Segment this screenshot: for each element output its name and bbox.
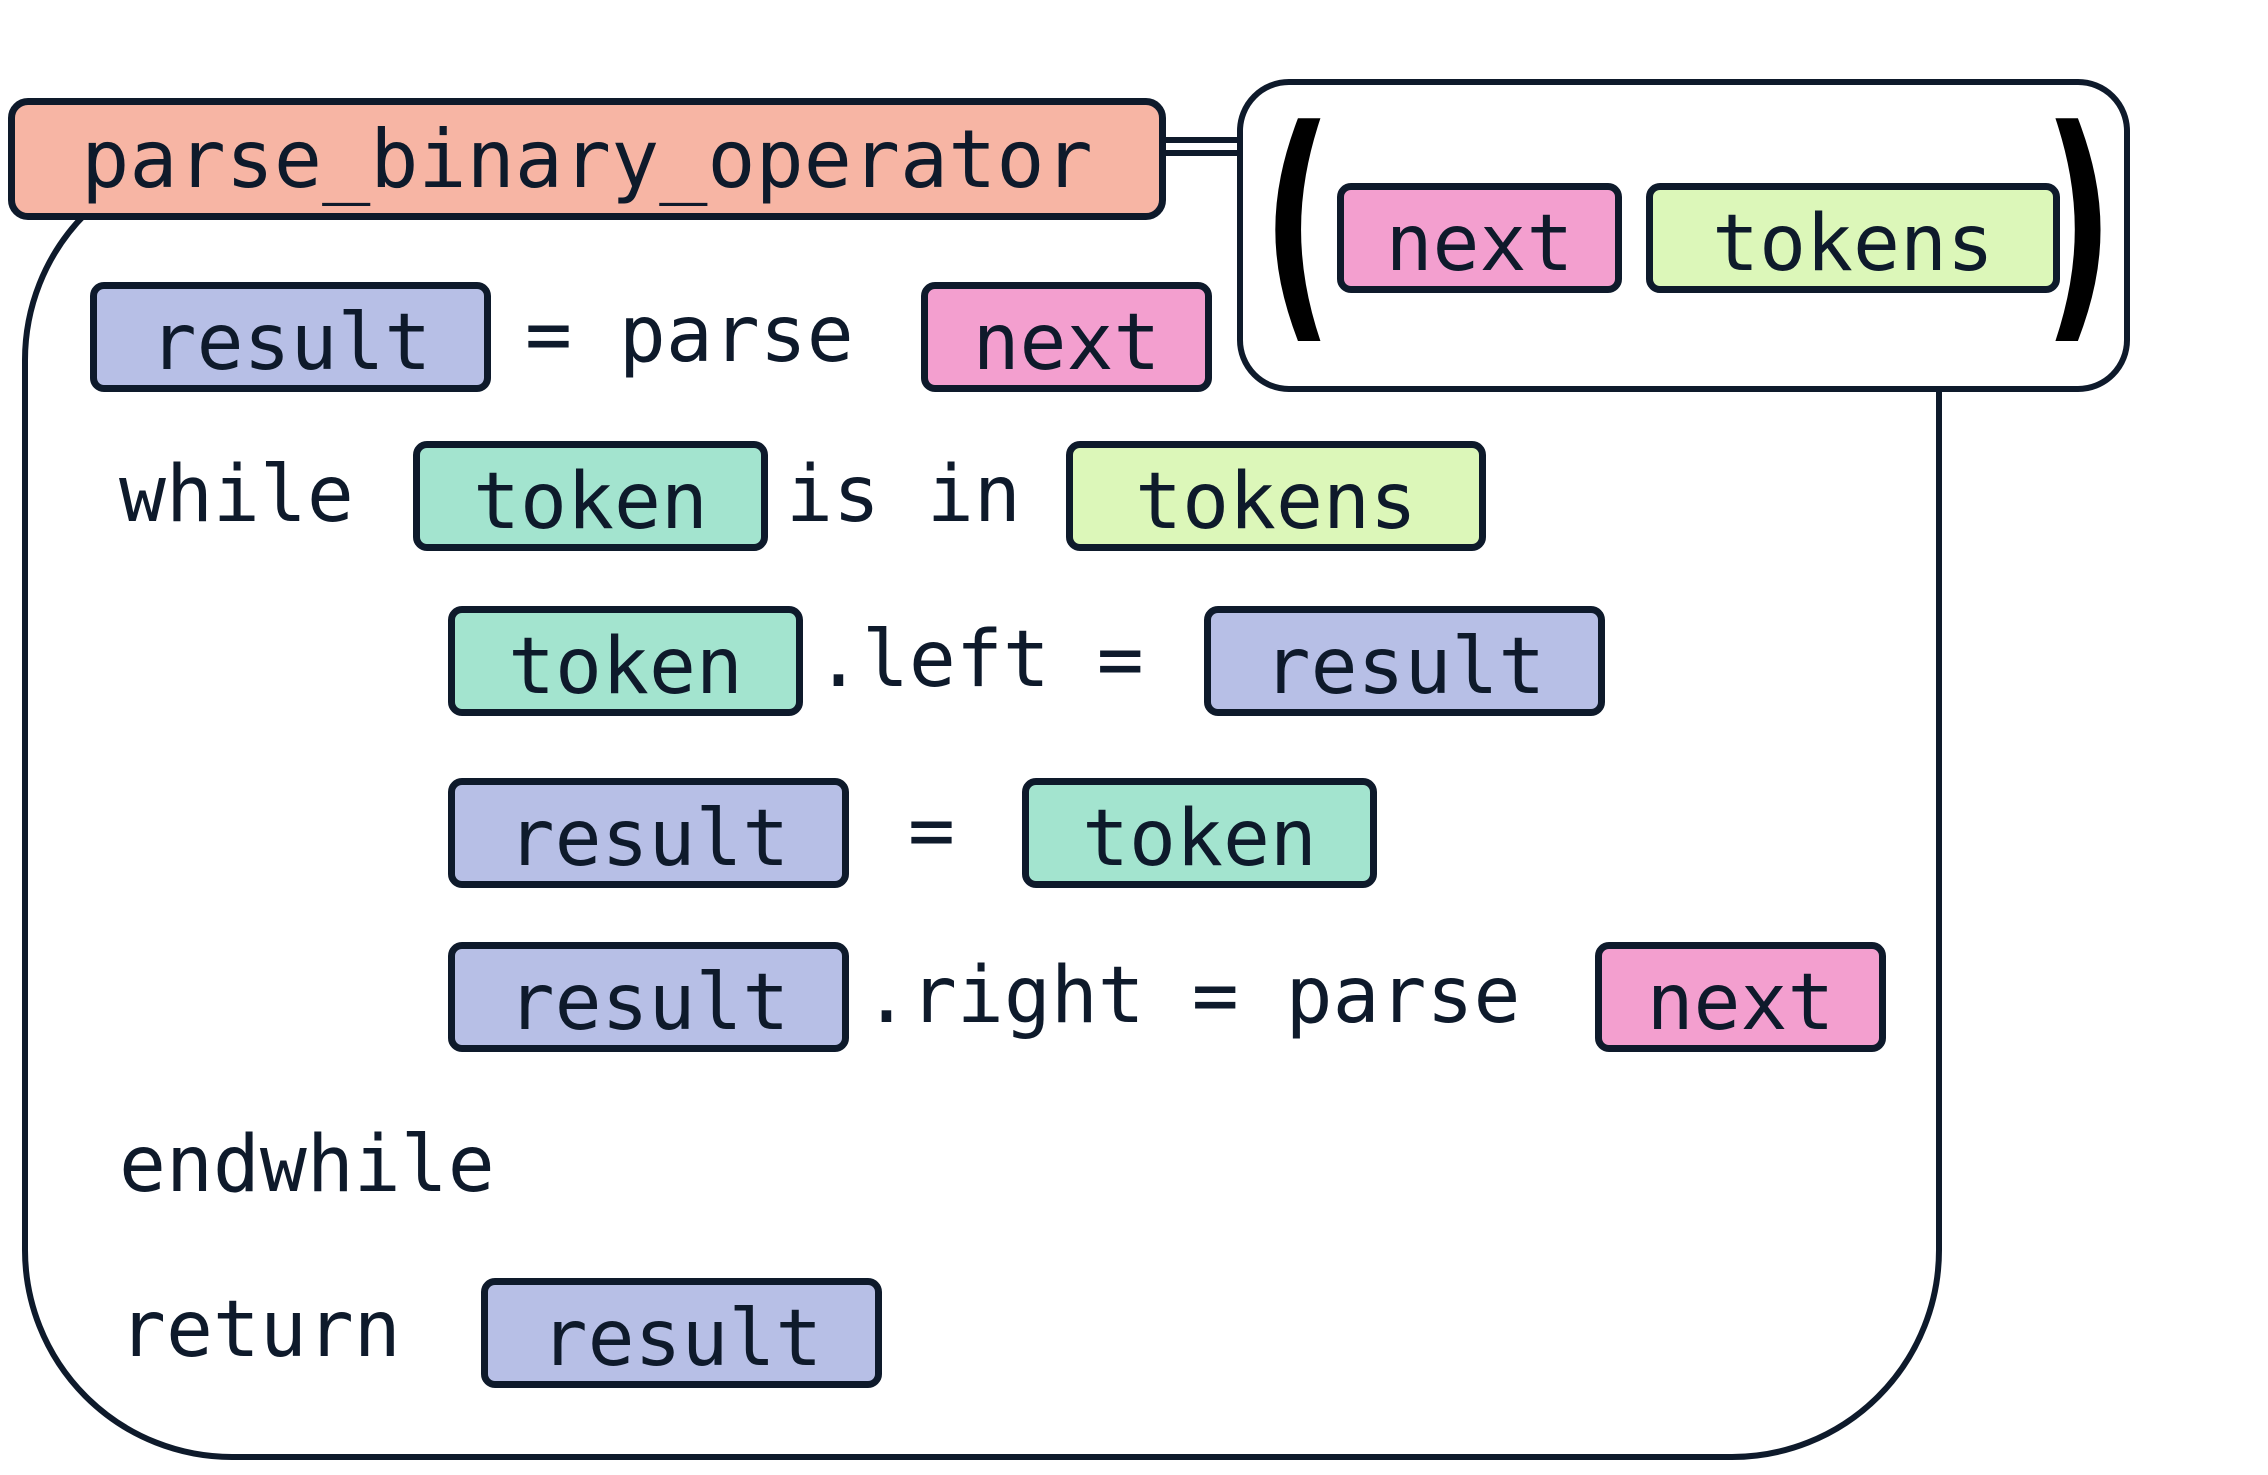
arg-next: next	[921, 282, 1212, 392]
is-in-text: is in	[786, 450, 1021, 540]
assign-parse-text: = parse	[525, 290, 854, 380]
left-assign-text: .left =	[815, 615, 1144, 705]
collection-tokens: tokens	[1066, 441, 1486, 551]
function-name-label: parse_binary_operator	[8, 98, 1166, 220]
var-result: result	[448, 778, 849, 888]
var-token: token	[448, 606, 803, 716]
var-result: result	[481, 1278, 882, 1388]
var-result: result	[90, 282, 491, 392]
keyword-endwhile: endwhile	[119, 1120, 495, 1210]
open-paren: (	[1262, 76, 1333, 367]
var-result: result	[448, 942, 849, 1052]
var-token: token	[1022, 778, 1377, 888]
param-next: next	[1337, 183, 1622, 293]
right-assign-parse-text: .right = parse	[863, 951, 1521, 1041]
arg-next: next	[1595, 942, 1886, 1052]
var-token: token	[413, 441, 768, 551]
params-connector-line	[1160, 137, 1240, 143]
param-tokens: tokens	[1646, 183, 2060, 293]
equals-sign: =	[908, 786, 955, 876]
var-result: result	[1204, 606, 1605, 716]
keyword-return: return	[119, 1285, 401, 1375]
keyword-while: while	[119, 450, 354, 540]
